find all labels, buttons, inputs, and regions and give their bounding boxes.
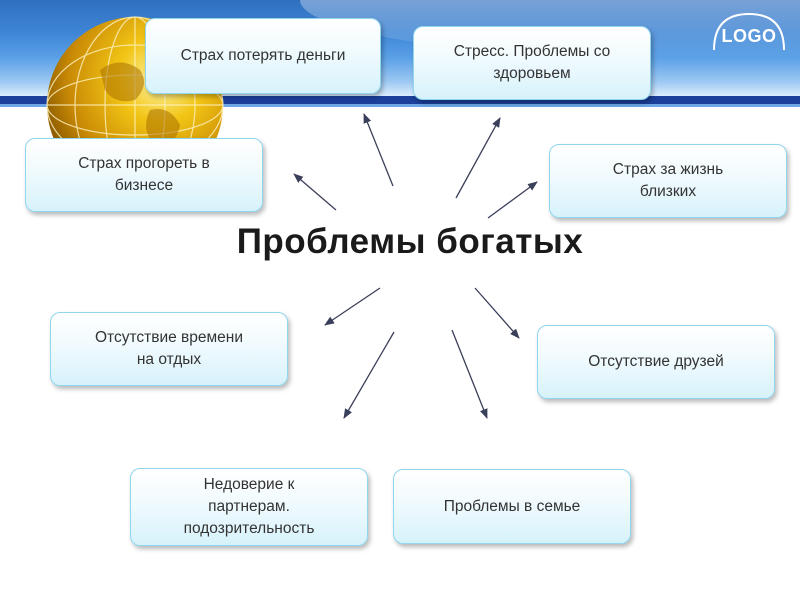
- arrow-to-fear-fail-business: [293, 173, 337, 211]
- box-family-problems: Проблемы в семье: [393, 469, 631, 544]
- box-no-friends: Отсутствие друзей: [537, 325, 775, 399]
- logo-text: LOGO: [721, 26, 777, 46]
- arrow-to-distrust-partners: [343, 331, 395, 419]
- box-label: Страх потерять деньги: [180, 47, 346, 64]
- header-stripe-light: [0, 104, 800, 107]
- box-fear-for-family: Страх за жизнь близких: [549, 144, 787, 218]
- logo-icon: [713, 12, 785, 51]
- box-label: Стресс. Проблемы со здоровьем: [453, 43, 611, 82]
- box-distrust-partners: Недоверие к партнерам. подозрительность: [130, 468, 368, 546]
- box-fear-fail-business: Страх прогореть в бизнесе: [25, 138, 263, 212]
- arrow-to-no-friends: [474, 287, 520, 339]
- logo: LOGO: [708, 10, 790, 62]
- diagram-title: Проблемы богатых: [236, 222, 584, 261]
- box-label: Страх прогореть в бизнесе: [78, 155, 210, 194]
- header-stripe: [0, 96, 800, 104]
- arrow-to-no-rest-time: [324, 287, 381, 326]
- arrow-to-fear-for-family: [487, 181, 538, 219]
- box-no-rest-time: Отсутствие времени на отдых: [50, 312, 288, 386]
- arrow-to-fear-lose-money: [363, 113, 394, 187]
- box-label: Страх за жизнь близких: [612, 161, 724, 200]
- box-label: Недоверие к партнерам. подозрительность: [183, 476, 315, 537]
- arrow-to-stress-health: [455, 117, 501, 199]
- box-label: Отсутствие друзей: [588, 353, 724, 370]
- box-label: Проблемы в семье: [443, 497, 581, 515]
- arrow-to-family-problems: [451, 329, 488, 419]
- box-stress-health: Стресс. Проблемы со здоровьем: [413, 26, 651, 100]
- box-label: Отсутствие времени на отдых: [94, 329, 244, 368]
- box-fear-lose-money: Страх потерять деньги: [145, 18, 381, 94]
